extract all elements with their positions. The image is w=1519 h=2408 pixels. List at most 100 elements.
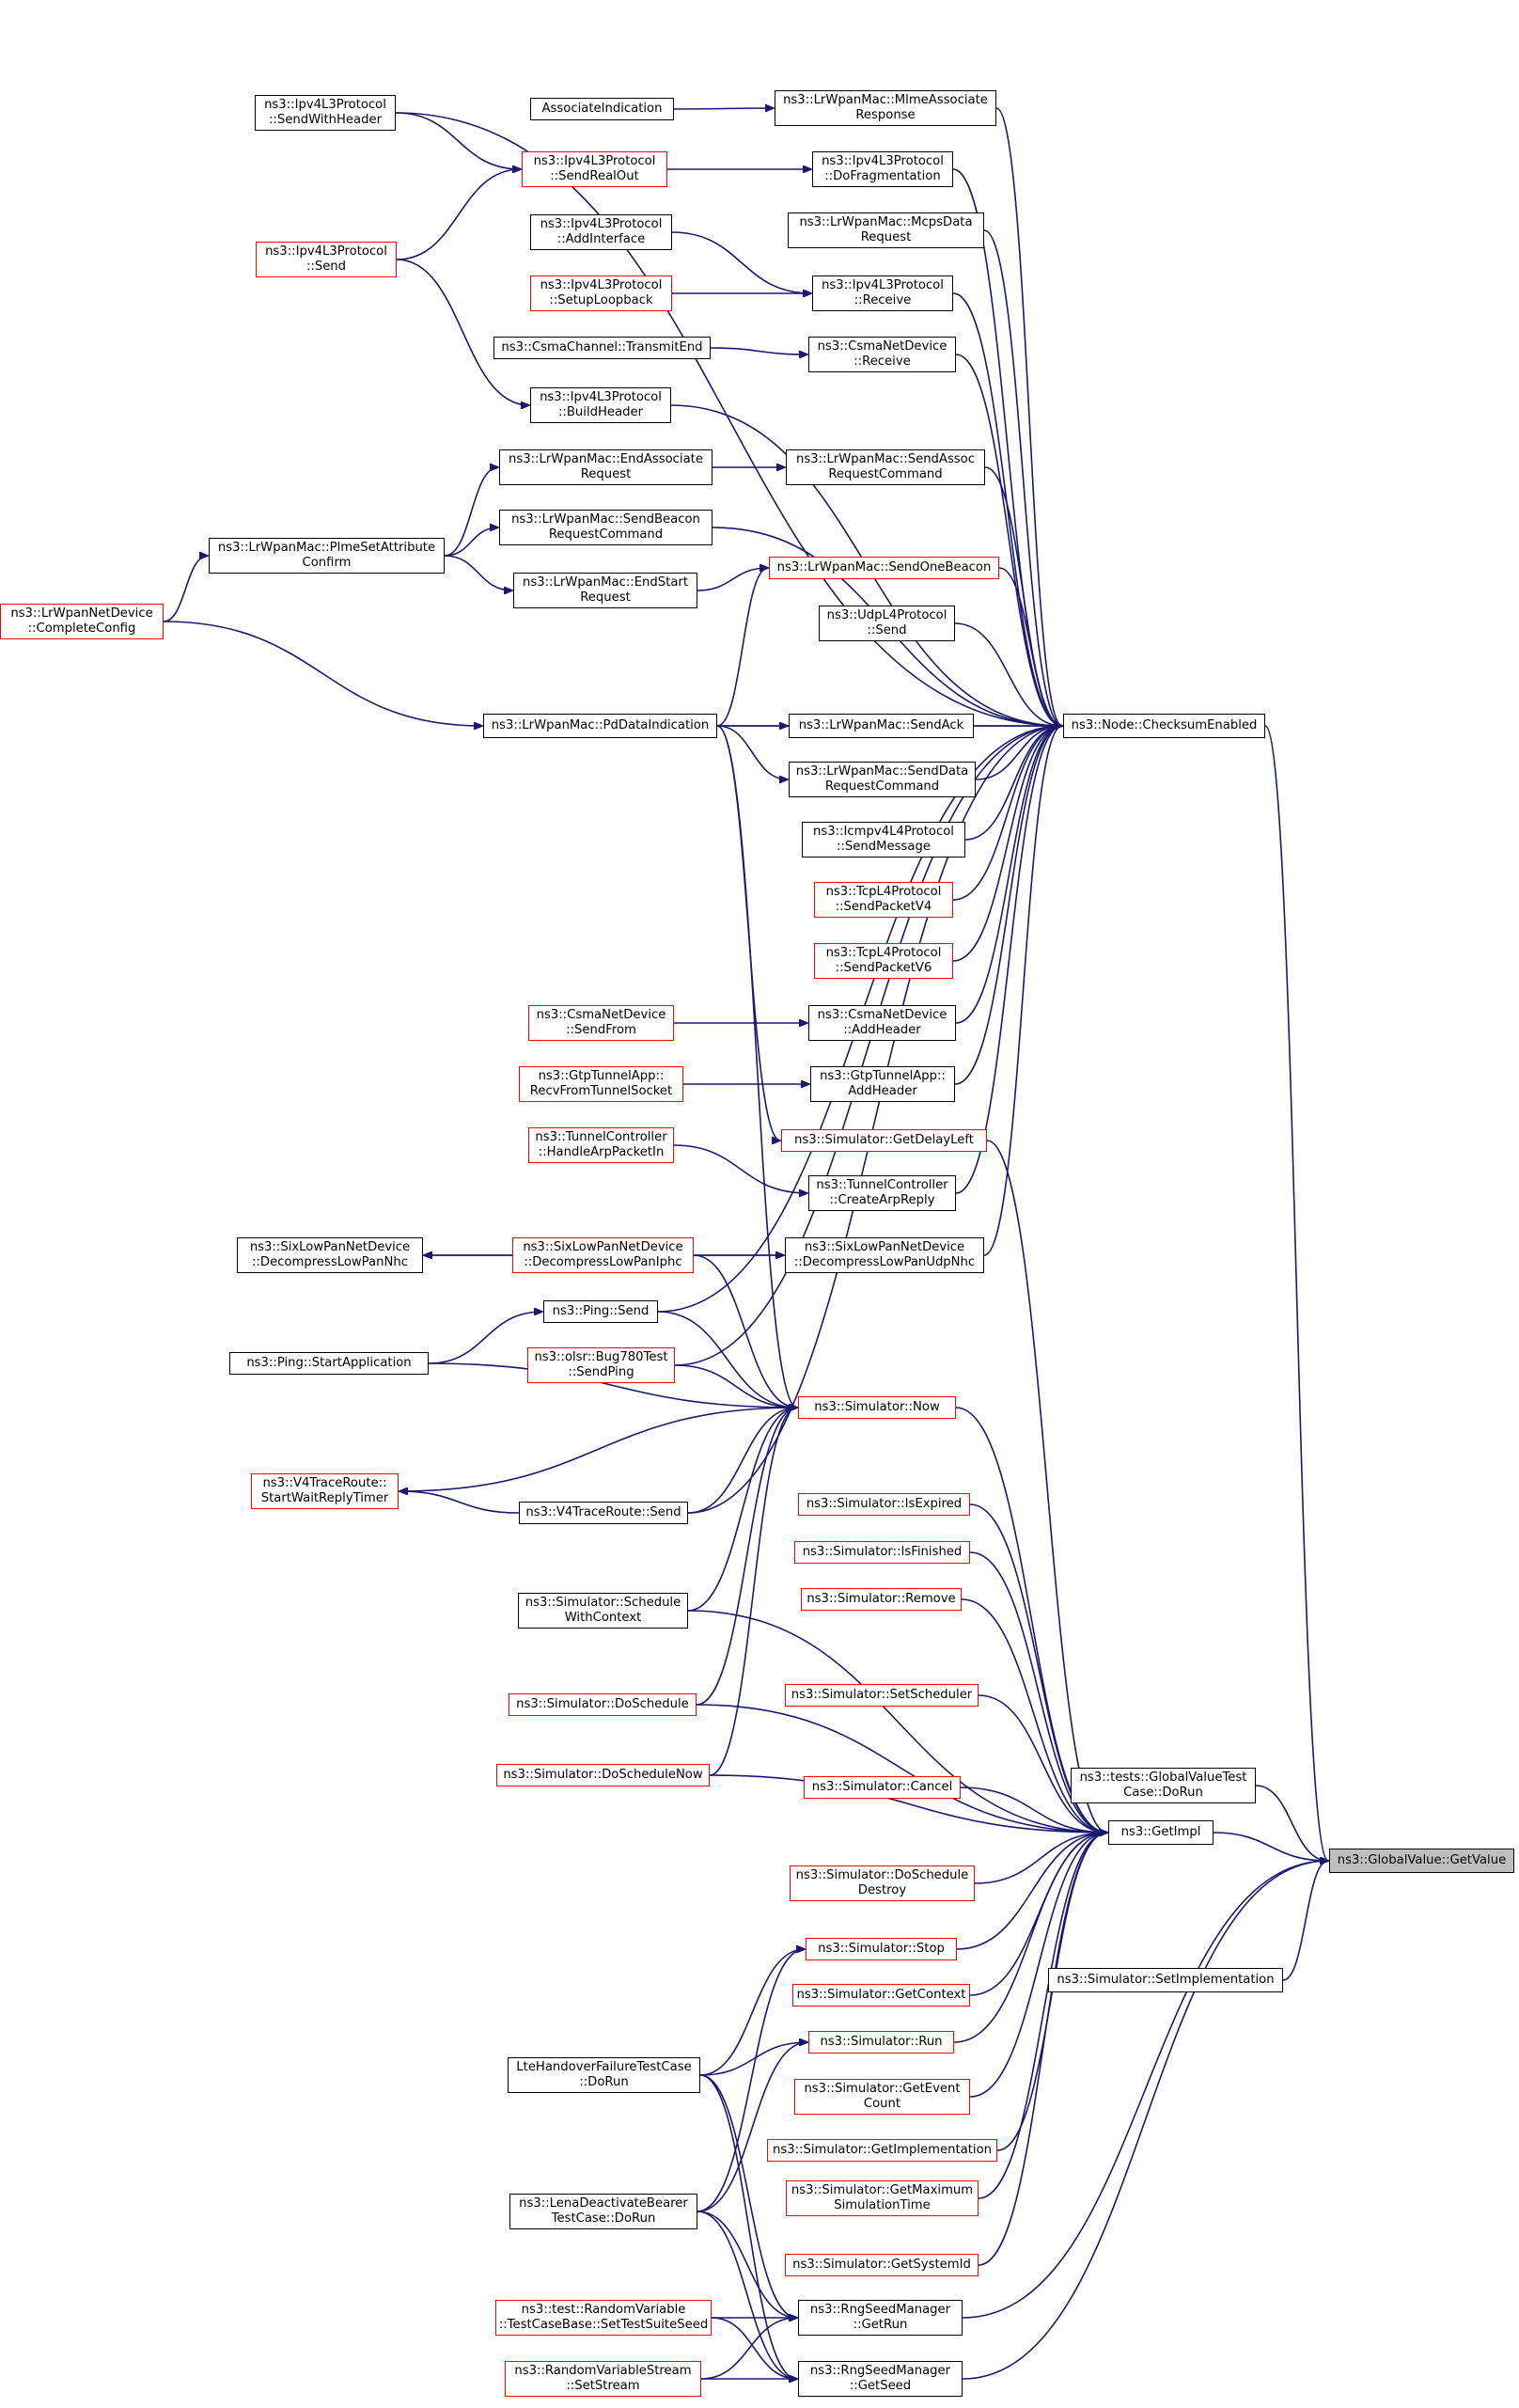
graph-node-lrdev[interactable]: ns3::LrWpanNetDevice ::CompleteConfig: [0, 604, 164, 639]
graph-node-mlme[interactable]: ns3::LrWpanMac::MlmeAssociate Response: [775, 90, 996, 126]
graph-node-now[interactable]: ns3::Simulator::Now: [798, 1396, 956, 1419]
graph-node-csma-ah[interactable]: ns3::CsmaNetDevice ::AddHeader: [808, 1005, 956, 1041]
graph-node-stop[interactable]: ns3::Simulator::Stop: [806, 1938, 957, 1960]
call-edge: [995, 107, 1062, 726]
graph-node-maxsim[interactable]: ns3::Simulator::GetMaximum SimulationTim…: [786, 2180, 979, 2216]
graph-node-six-udp[interactable]: ns3::SixLowPanNetDevice ::DecompressLowP…: [785, 1237, 984, 1273]
graph-node-tc-harp[interactable]: ns3::TunnelController ::HandleArpPacketI…: [528, 1127, 674, 1163]
graph-node-csmach[interactable]: ns3::CsmaChannel::TransmitEnd: [493, 337, 711, 359]
graph-node-gtp-ah[interactable]: ns3::GtpTunnelApp:: AddHeader: [810, 1066, 955, 1102]
graph-node-csma-sf[interactable]: ns3::CsmaNetDevice ::SendFrom: [528, 1005, 674, 1041]
call-edge: [983, 229, 1062, 726]
graph-node-udp[interactable]: ns3::UdpL4Protocol ::Send: [819, 606, 955, 641]
graph-node-pddata[interactable]: ns3::LrWpanMac::PdDataIndication: [483, 714, 717, 738]
graph-node-rvs[interactable]: ns3::RandomVariableStream ::SetStream: [505, 2361, 701, 2397]
graph-node-ipv4-sro[interactable]: ns3::Ipv4L3Protocol ::SendRealOut: [522, 151, 667, 187]
graph-node-label: ns3::Ipv4L3Protocol ::BuildHeader: [540, 390, 662, 419]
graph-node-label: ns3::Simulator::Remove: [806, 1592, 956, 1606]
call-edge: [674, 1364, 797, 1408]
call-edge: [978, 1833, 1107, 2199]
graph-node-label: ns3::Simulator::SetScheduler: [791, 1688, 973, 1702]
call-edge: [444, 527, 498, 557]
graph-node-label: ns3::LrWpanNetDevice ::CompleteConfig: [10, 606, 153, 636]
graph-node-sysid[interactable]: ns3::Simulator::GetSystemId: [785, 2254, 979, 2276]
graph-node-label: ns3::Simulator::GetMaximum SimulationTim…: [791, 2183, 974, 2212]
graph-node-label: ns3::Simulator::GetEvent Count: [804, 2082, 961, 2111]
graph-node-isexpired[interactable]: ns3::Simulator::IsExpired: [798, 1493, 970, 1516]
graph-node-ipv4-swh[interactable]: ns3::Ipv4L3Protocol ::SendWithHeader: [255, 95, 396, 131]
graph-node-rng-seed[interactable]: ns3::RngSeedManager ::GetSeed: [798, 2361, 963, 2397]
graph-node-plme[interactable]: ns3::LrWpanMac::PlmeSetAttribute Confirm: [209, 538, 445, 574]
call-edge: [1255, 1785, 1328, 1861]
graph-node-ping-send[interactable]: ns3::Ping::Send: [543, 1300, 658, 1323]
graph-node-sendassoc[interactable]: ns3::LrWpanMac::SendAssoc RequestCommand: [786, 449, 985, 485]
graph-node-icmp[interactable]: ns3::Icmpv4L4Protocol ::SendMessage: [802, 822, 965, 858]
call-edge: [398, 1408, 797, 1492]
graph-node-ipv4-bh[interactable]: ns3::Ipv4L3Protocol ::BuildHeader: [530, 387, 671, 423]
call-edge: [716, 725, 788, 779]
graph-node-ipv4-frag[interactable]: ns3::Ipv4L3Protocol ::DoFragmentation: [812, 151, 953, 187]
graph-node-tc-carp[interactable]: ns3::TunnelController ::CreateArpReply: [808, 1175, 956, 1211]
graph-node-doschedd[interactable]: ns3::Simulator::DoSchedule Destroy: [790, 1865, 975, 1901]
graph-node-label: ns3::GlobalValue::GetValue: [1337, 1853, 1507, 1867]
graph-node-onebeacon[interactable]: ns3::LrWpanMac::SendOneBeacon: [769, 557, 999, 579]
graph-node-setimpl[interactable]: ns3::Simulator::SetImplementation: [1048, 1968, 1283, 1992]
graph-node-gvtest[interactable]: ns3::tests::GlobalValueTest Case::DoRun: [1071, 1768, 1256, 1803]
graph-node-swc[interactable]: ns3::Simulator::Schedule WithContext: [518, 1593, 688, 1629]
graph-node-ping-start[interactable]: ns3::Ping::StartApplication: [229, 1352, 429, 1375]
graph-node-endstart[interactable]: ns3::LrWpanMac::EndStart Request: [513, 573, 697, 608]
graph-node-dosched[interactable]: ns3::Simulator::DoSchedule: [509, 1693, 697, 1716]
call-edge: [952, 726, 1062, 901]
graph-node-ipv4-recv[interactable]: ns3::Ipv4L3Protocol ::Receive: [812, 275, 953, 311]
graph-node-v4-start[interactable]: ns3::V4TraceRoute:: StartWaitReplyTimer: [251, 1473, 399, 1509]
graph-node-setsched[interactable]: ns3::Simulator::SetScheduler: [785, 1684, 979, 1707]
graph-node-checksum[interactable]: ns3::Node::ChecksumEnabled: [1063, 714, 1265, 738]
graph-node-rng-run[interactable]: ns3::RngSeedManager ::GetRun: [798, 2300, 963, 2336]
graph-node-delayleft[interactable]: ns3::Simulator::GetDelayLeft: [781, 1129, 987, 1152]
graph-node-tcp6[interactable]: ns3::TcpL4Protocol ::SendPacketV6: [814, 943, 953, 979]
graph-node-rv-suite[interactable]: ns3::test::RandomVariable ::TestCaseBase…: [495, 2300, 712, 2336]
call-edge: [657, 1311, 797, 1408]
graph-node-sendack[interactable]: ns3::LrWpanMac::SendAck: [789, 714, 974, 738]
graph-node-label: ns3::Ipv4L3Protocol ::DoFragmentation: [822, 154, 944, 183]
call-edge: [984, 466, 1062, 726]
graph-node-doschednow[interactable]: ns3::Simulator::DoScheduleNow: [496, 1764, 710, 1786]
call-edge: [395, 112, 521, 169]
call-edge: [716, 568, 768, 727]
graph-node-ipv4-addif[interactable]: ns3::Ipv4L3Protocol ::AddInterface: [530, 214, 672, 250]
call-edge: [962, 1861, 1328, 2319]
graph-node-endassoc[interactable]: ns3::LrWpanMac::EndAssociate Request: [499, 449, 713, 485]
call-edge: [969, 1551, 1107, 1833]
graph-node-six-nhc[interactable]: ns3::SixLowPanNetDevice ::DecompressLowP…: [237, 1237, 423, 1273]
graph-node-getimpl2[interactable]: ns3::Simulator::GetImplementation: [767, 2139, 997, 2162]
call-edge: [399, 1491, 520, 1514]
graph-node-olsr[interactable]: ns3::olsr::Bug780Test ::SendPing: [527, 1347, 675, 1383]
graph-node-tcp4[interactable]: ns3::TcpL4Protocol ::SendPacketV4: [814, 882, 953, 918]
call-edge: [1282, 1861, 1328, 1981]
graph-node-six-iphc[interactable]: ns3::SixLowPanNetDevice ::DecompressLowP…: [512, 1237, 694, 1273]
graph-node-remove[interactable]: ns3::Simulator::Remove: [801, 1588, 962, 1611]
graph-node-run[interactable]: ns3::Simulator::Run: [808, 2031, 954, 2054]
graph-node-lte[interactable]: LteHandoverFailureTestCase ::DoRun: [508, 2057, 700, 2093]
graph-node-getimpl[interactable]: ns3::GetImpl: [1108, 1820, 1214, 1845]
graph-node-gtp-recv[interactable]: ns3::GtpTunnelApp:: RecvFromTunnelSocket: [519, 1066, 683, 1102]
graph-node-ipv4-send[interactable]: ns3::Ipv4L3Protocol ::Send: [256, 242, 397, 277]
graph-node-cancel[interactable]: ns3::Simulator::Cancel: [804, 1776, 961, 1799]
graph-node-label: ns3::CsmaChannel::TransmitEnd: [501, 340, 703, 354]
graph-node-isfinished[interactable]: ns3::Simulator::IsFinished: [794, 1541, 970, 1564]
graph-node-ipv4-setloop[interactable]: ns3::Ipv4L3Protocol ::SetupLoopback: [530, 275, 672, 311]
call-edge: [1213, 1832, 1328, 1861]
call-edge: [687, 726, 1062, 1514]
graph-node-senddata[interactable]: ns3::LrWpanMac::SendData RequestCommand: [789, 762, 976, 797]
graph-node-mcps[interactable]: ns3::LrWpanMac::McpsData Request: [788, 212, 984, 248]
graph-node-evcount[interactable]: ns3::Simulator::GetEvent Count: [794, 2079, 970, 2115]
graph-node-csmand-recv[interactable]: ns3::CsmaNetDevice ::Receive: [808, 337, 956, 372]
graph-node-sendbeacon[interactable]: ns3::LrWpanMac::SendBeacon RequestComman…: [499, 510, 713, 545]
call-edge: [955, 726, 1062, 1194]
graph-node-v4-send[interactable]: ns3::V4TraceRoute::Send: [519, 1502, 688, 1524]
graph-node-lena[interactable]: ns3::LenaDeactivateBearer TestCase::DoRu…: [509, 2194, 697, 2229]
graph-node-label: ns3::CsmaNetDevice ::Receive: [817, 339, 947, 369]
graph-node-getctx[interactable]: ns3::Simulator::GetContext: [792, 1984, 970, 2007]
call-edge: [978, 1833, 1107, 2266]
graph-node-assocind[interactable]: AssociateIndication: [530, 98, 674, 120]
